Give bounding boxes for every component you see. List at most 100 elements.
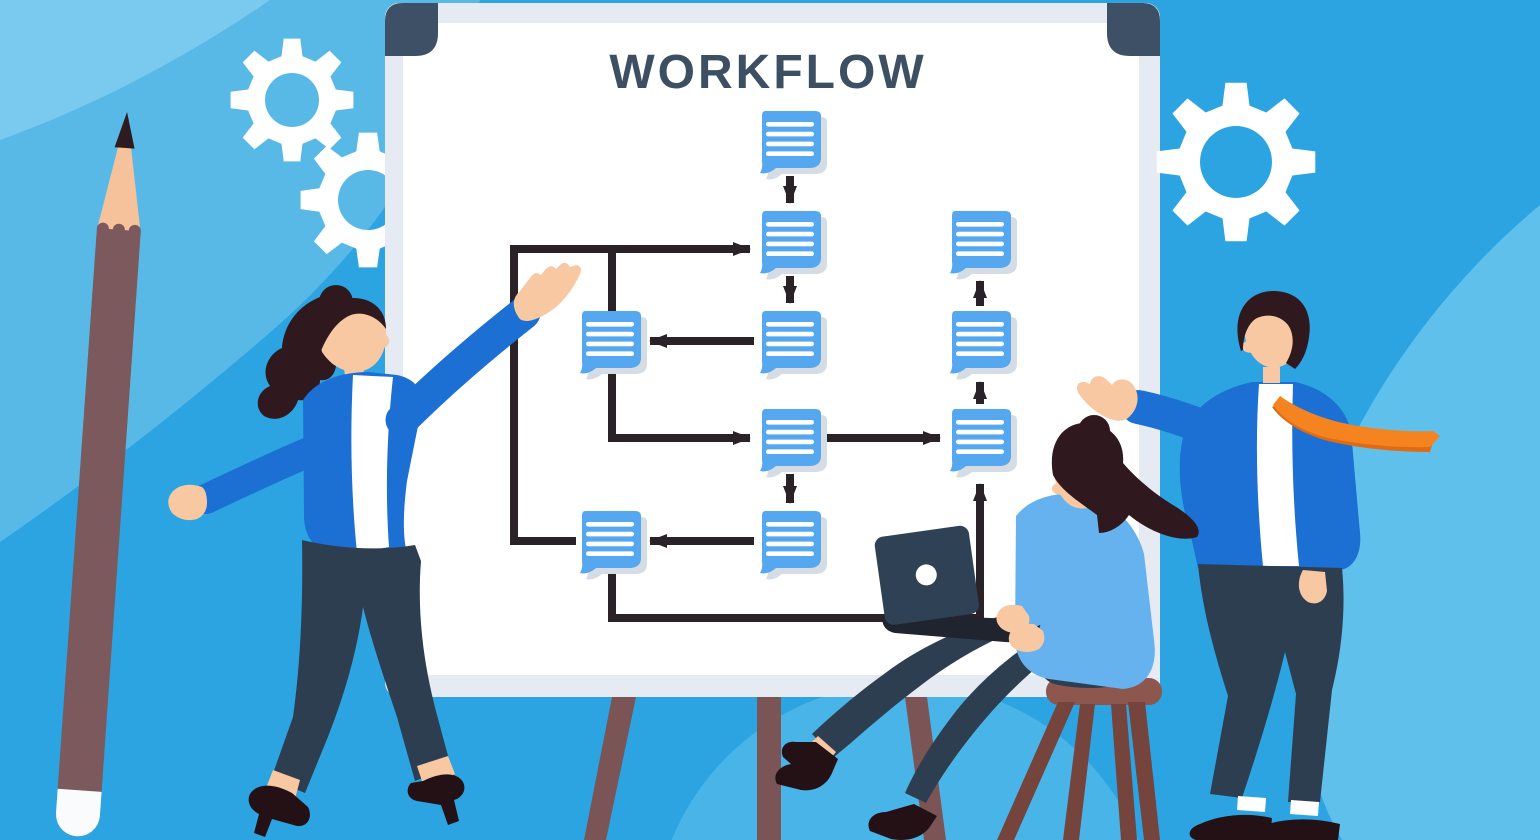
pencil-icon (56, 112, 141, 837)
presenter-pointing-hand (513, 262, 581, 321)
man-arm-raised (1121, 390, 1253, 457)
note-text-line (766, 522, 814, 527)
man-shoe-right (1252, 819, 1340, 840)
note-text-line (766, 151, 814, 156)
man-tie (1273, 396, 1440, 448)
presenter-arm-raised (385, 296, 541, 437)
note-text-line (956, 241, 1004, 247)
bg-highlight-top-left (0, 0, 270, 140)
pencil-scallop (96, 222, 109, 235)
note-text-line (766, 322, 814, 327)
pencil-eraser (56, 788, 102, 837)
sticky-note-icon (760, 311, 827, 380)
note-text-line (766, 449, 814, 454)
typist-leg-back (905, 632, 1062, 803)
note-text-line (956, 420, 1004, 425)
man-shoe-left (1189, 814, 1272, 840)
arrow-connector (510, 242, 751, 545)
typist-nose (1051, 483, 1061, 495)
presenter-heel-left (248, 785, 310, 837)
note-text-line (766, 251, 814, 256)
stool-leg (1063, 704, 1095, 840)
note-text-line (766, 439, 814, 445)
sticky-note-icon (580, 311, 647, 380)
note-text-line (766, 141, 814, 147)
note-text-line (956, 251, 1004, 256)
man-nose (1241, 341, 1251, 353)
sticky-note-icon (950, 311, 1017, 380)
note-text-line (956, 222, 1004, 227)
laptop-logo (915, 564, 937, 586)
sticky-note-icon (760, 211, 827, 280)
note-text-line (766, 131, 814, 137)
man-pants (1198, 564, 1344, 802)
board-corner-right (1107, 3, 1160, 56)
arrow-connector (608, 483, 987, 622)
sticky-note-icon (950, 409, 1017, 478)
sticky-note-icon (950, 211, 1017, 280)
gear-icon (1156, 82, 1316, 242)
note-text-line (586, 331, 634, 337)
stool-leg (1111, 704, 1137, 840)
note-text-line (766, 341, 814, 347)
typist-shoe-front (775, 741, 838, 791)
stool-leg (1128, 702, 1160, 840)
note-text-line (766, 429, 814, 435)
easel-leg-left (584, 697, 636, 840)
pencil-scallop (128, 224, 141, 237)
man-sock-right (1290, 800, 1319, 816)
note-text-line (586, 541, 634, 547)
note-text-line (956, 341, 1004, 347)
typist-hand-lower (1008, 623, 1045, 652)
note-text-line (586, 341, 634, 347)
man-shirt (1256, 384, 1299, 566)
note-text-line (956, 322, 1004, 327)
presenter-hair-front (319, 297, 386, 351)
typist-hair (1051, 422, 1199, 539)
presenter-pants (271, 540, 451, 793)
sticky-note-icon (760, 409, 827, 478)
presenter-hair-ponytail (257, 292, 340, 419)
pencil-scallop (112, 223, 125, 236)
board-corner-left (385, 3, 438, 56)
note-text-line (766, 241, 814, 247)
laptop-icon (874, 525, 979, 625)
note-text-line (956, 231, 1004, 237)
typist-arm (1012, 552, 1122, 630)
standing-man (1077, 290, 1440, 840)
easel-leg-center (757, 697, 781, 840)
gear-icons-front (1156, 82, 1316, 242)
note-text-line (956, 429, 1004, 435)
note-text-line (586, 322, 634, 327)
presenter-shirt (351, 375, 393, 553)
presenter-ankle-right (417, 756, 455, 787)
note-text-line (956, 331, 1004, 337)
bg-wave-bottom-right (1297, 205, 1540, 840)
note-text-line (766, 231, 814, 237)
typist-leg-front (812, 606, 1066, 757)
note-text-line (766, 331, 814, 337)
man-sock-left (1237, 796, 1266, 812)
note-text-line (956, 449, 1004, 454)
presenter-arm-lower (191, 435, 329, 514)
board-title: WORKFLOW (609, 46, 926, 99)
whiteboard: WORKFLOW (385, 3, 1160, 697)
pencil-graphite-tip (114, 112, 135, 149)
typist-shoe-back (868, 804, 937, 840)
sticky-note-icon (760, 511, 827, 580)
note-text-line (586, 522, 634, 527)
man-open-hand (1077, 376, 1138, 421)
presenter-woman (168, 262, 581, 837)
sticky-note-icon (580, 511, 647, 580)
note-text-line (766, 541, 814, 547)
note-text-line (956, 351, 1004, 356)
presenter-hand-on-pencil (168, 484, 207, 521)
note-text-line (766, 222, 814, 227)
presenter-nose (379, 334, 390, 348)
note-text-line (766, 351, 814, 356)
gear-icon (230, 38, 354, 162)
note-text-line (766, 122, 814, 127)
sticky-note-icon (760, 111, 827, 180)
